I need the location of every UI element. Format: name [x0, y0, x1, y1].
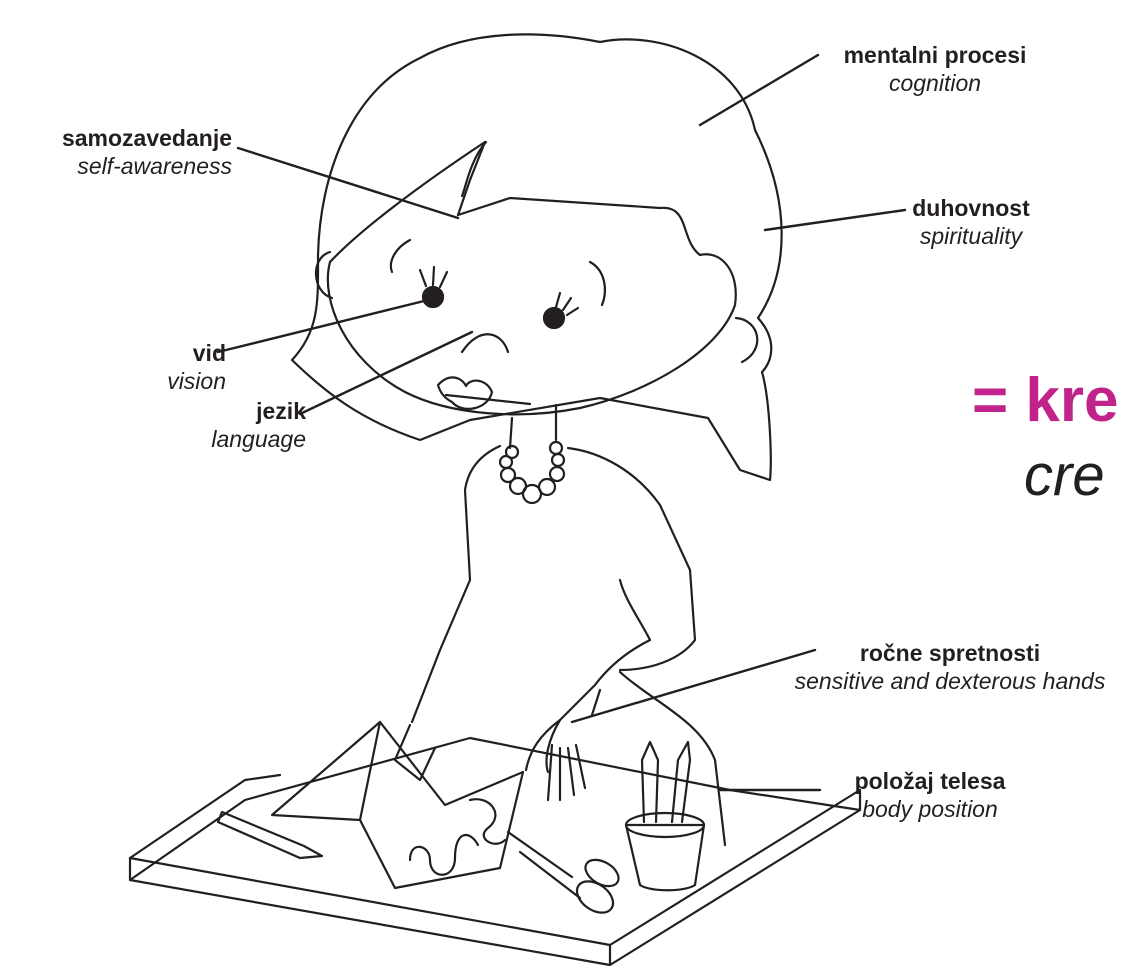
card-swirl	[410, 799, 505, 875]
scissors	[508, 832, 580, 898]
eyebrow-left	[391, 240, 410, 272]
nose	[462, 334, 508, 352]
result-text: = kre cre	[972, 362, 1119, 512]
arm	[526, 580, 650, 770]
cup-pencils	[642, 742, 690, 822]
result-title: = kre	[972, 362, 1119, 440]
necklace	[500, 442, 564, 503]
lips	[438, 377, 530, 408]
ear-right	[736, 318, 757, 362]
eyebrow-right	[590, 262, 605, 305]
face	[328, 198, 736, 414]
result-subtitle: cre	[1024, 440, 1119, 513]
dress	[412, 446, 725, 845]
eye-left	[423, 287, 443, 307]
pencil	[218, 812, 322, 858]
eye-right	[544, 308, 564, 328]
pencil-cup	[626, 825, 704, 890]
desk	[130, 738, 860, 965]
card	[272, 722, 523, 888]
